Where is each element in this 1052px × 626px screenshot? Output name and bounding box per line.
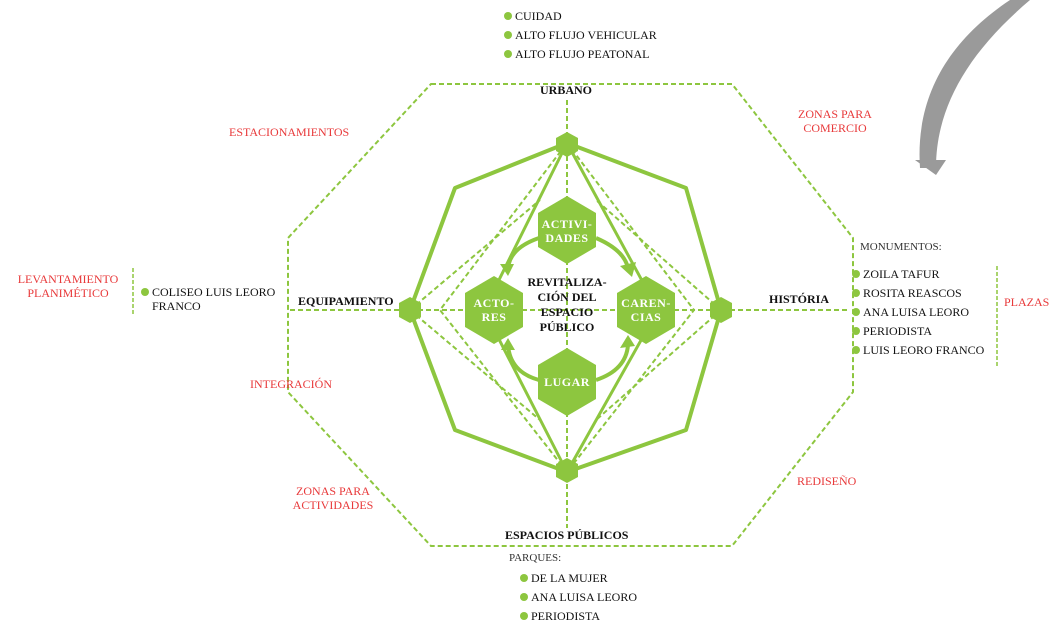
list-item: ANA LUISA LEORO: [520, 588, 637, 607]
bullet-icon: [504, 12, 512, 20]
bullet-icon: [504, 31, 512, 39]
bullet-icon: [141, 288, 149, 296]
bullet-icon: [520, 574, 528, 582]
list-item: ANA LUISA LEORO: [852, 303, 984, 322]
label-estacionamientos: ESTACIONAMIENTOS: [229, 125, 350, 139]
dashed-connector-left-bottom: [409, 309, 541, 421]
bullet-icon: [520, 612, 528, 620]
parques-list: DE LA MUJER ANA LUISA LEORO PERIODISTA: [520, 569, 637, 626]
bullet-icon: [852, 327, 860, 335]
axis-label-historia: HISTÓRIA: [769, 292, 830, 306]
list-item: ZOILA TAFUR: [852, 265, 984, 284]
bullet-icon: [852, 270, 860, 278]
bullet-icon: [852, 346, 860, 354]
dashed-connector-left-top: [409, 199, 541, 311]
cycle-arrowhead-bottom-left: [501, 338, 515, 350]
equipamiento-item: COLISEO LUIS LEORO FRANCO: [141, 285, 275, 313]
axis-label-espacios-publicos: ESPACIOS PÚBLICOS: [505, 528, 629, 542]
node-hex-right: [710, 297, 732, 323]
cycle-arrowhead-bottom-right: [620, 335, 635, 348]
list-item: ALTO FLUJO PEATONAL: [504, 45, 657, 64]
label-rediseno: REDISEÑO: [797, 474, 857, 488]
hex-label-actividades: ACTIVI- DADES: [541, 217, 593, 245]
dashed-connector-right-bottom: [595, 309, 722, 421]
cycle-arrowhead-top-right: [620, 262, 636, 277]
parques-title: PARQUES:: [509, 552, 562, 564]
hex-actividades: [538, 196, 596, 264]
bullet-icon: [852, 289, 860, 297]
inner-dashed-diamond: [438, 141, 696, 474]
axis-label-urbano: URBANO: [540, 83, 593, 97]
list-item: PERIODISTA: [852, 322, 984, 341]
hex-lugar: [538, 348, 596, 416]
list-item: PERIODISTA: [520, 607, 637, 626]
node-hex-left: [399, 297, 421, 323]
cycle-arrow-bottom-right: [595, 344, 630, 382]
decorative-swoosh-tip: [915, 160, 946, 175]
hex-actores: [465, 276, 523, 344]
cycle-arrowhead-top-left: [500, 264, 514, 276]
hex-label-actores: ACTO- RES: [473, 296, 515, 324]
decorative-swoosh: [919, 0, 1030, 168]
label-levantamiento-planimetico: LEVANTAMIENTO PLANIMÉTICO: [17, 272, 119, 300]
hex-carencias: [617, 276, 675, 344]
label-zonas-comercio: ZONAS PARA COMERCIO: [798, 107, 872, 135]
bullet-icon: [504, 50, 512, 58]
label-integracion: INTEGRACIÓN: [250, 377, 332, 391]
list-item: LUIS LEORO FRANCO: [852, 341, 984, 360]
dashed-connector-right-top: [595, 199, 722, 311]
monumentos-list: ZOILA TAFUR ROSITA REASCOS ANA LUISA LEO…: [852, 265, 984, 360]
list-item: ROSITA REASCOS: [852, 284, 984, 303]
axis-label-equipamiento: EQUIPAMIENTO: [298, 294, 394, 308]
list-item: CUIDAD: [504, 7, 657, 26]
urbano-items-list: CUIDAD ALTO FLUJO VEHICULAR ALTO FLUJO P…: [504, 7, 657, 64]
list-item: DE LA MUJER: [520, 569, 637, 588]
outer-dashed-octagon: [287, 83, 854, 547]
list-item: ALTO FLUJO VEHICULAR: [504, 26, 657, 45]
bullet-icon: [520, 593, 528, 601]
center-title: REVITALIZA- CIÓN DEL ESPACIO PÚBLICO: [527, 275, 607, 334]
monumentos-title: MONUMENTOS:: [860, 241, 942, 253]
hex-label-lugar: LUGAR: [544, 375, 590, 389]
label-zonas-actividades: ZONAS PARA ACTIVIDADES: [292, 484, 374, 512]
hex-label-carencias: CAREN- CIAS: [621, 296, 671, 324]
node-hex-top: [556, 132, 578, 157]
bullet-icon: [852, 308, 860, 316]
node-hex-bottom: [556, 458, 578, 483]
label-plazas: PLAZAS: [1004, 295, 1050, 309]
